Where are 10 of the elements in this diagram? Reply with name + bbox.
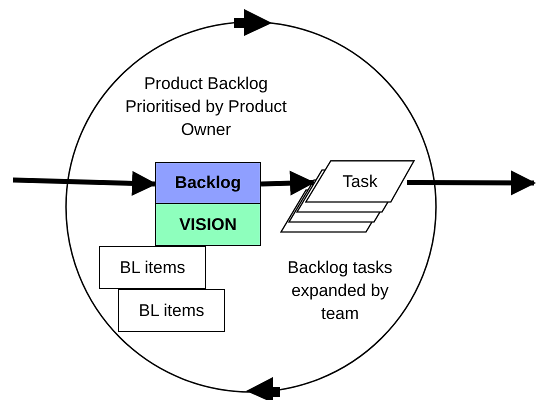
item-card: BL items	[118, 289, 225, 332]
caption-text: Backlog tasks expanded by team	[286, 257, 394, 325]
vision-box: VISION	[155, 203, 261, 246]
arrow	[260, 170, 315, 196]
backlog-box: Backlog	[155, 162, 261, 204]
task-card: Task	[305, 160, 415, 203]
arrow	[12, 170, 157, 196]
arrow	[407, 170, 536, 196]
item-card: BL items	[99, 246, 206, 289]
caption-text: Product Backlog Prioritised by Product Owner	[124, 73, 288, 141]
